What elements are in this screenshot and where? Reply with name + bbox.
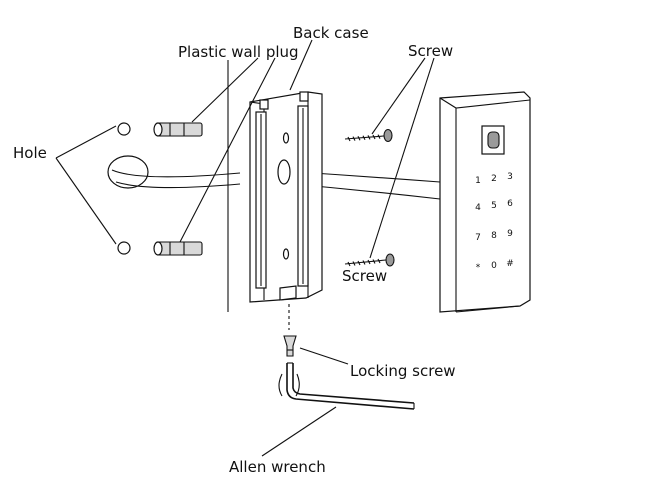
back-case-locking-tab (279, 285, 297, 301)
keypad-key: 5 (491, 201, 497, 211)
locking-screw-label: Locking screw (350, 362, 456, 380)
hole-lower-leader (55, 157, 117, 245)
cable-lower-edge-left (115, 181, 241, 189)
keypad-key: # (506, 259, 514, 269)
back-case-label: Back case (293, 24, 369, 42)
device-body (439, 91, 531, 313)
cable-upper-edge-left (111, 169, 241, 178)
screw-thread (347, 134, 381, 142)
allen-wrench (278, 362, 415, 410)
screw-lower-leader (369, 57, 435, 259)
keypad-key: 7 (475, 233, 481, 243)
labels: Back case Plastic wall plug Screw Hole S… (13, 24, 456, 476)
screw-upper (344, 128, 393, 143)
wrench-outer-edge (286, 363, 415, 410)
locking-screw-leader (299, 347, 349, 365)
keypad-key: 0 (491, 261, 497, 271)
screw-bottom-label: Screw (342, 267, 387, 285)
wall-plug-upper (153, 122, 203, 137)
wall-plug-body (155, 122, 203, 137)
wall-plug-lower (153, 241, 203, 256)
screw-shaft (344, 135, 385, 140)
back-case (249, 91, 323, 303)
wall-plug-end (153, 122, 163, 137)
keypad-key: 3 (507, 172, 513, 182)
cable-entry-hole (107, 155, 149, 189)
screw-top-label: Screw (408, 42, 453, 60)
screw-upper-leader (371, 57, 426, 135)
keypad-key: 6 (507, 199, 513, 209)
locking-screw (283, 304, 297, 357)
keypad-key: 1 (475, 176, 481, 186)
wall (107, 60, 229, 312)
fingerprint-sensor (487, 131, 500, 149)
back-case-leader (289, 39, 313, 91)
back-case-upper-screw-hole (282, 132, 290, 144)
keypad-key: 2 (491, 174, 497, 184)
screw-thread (347, 258, 381, 267)
upper-hole (117, 122, 131, 136)
plastic-wall-plug-label: Plastic wall plug (178, 43, 299, 61)
allen-wrench-leader (261, 406, 337, 457)
locking-screw-body (283, 335, 297, 357)
back-case-cable-opening (277, 159, 291, 185)
wall-plug-body (155, 241, 203, 256)
allen-wrench-label: Allen wrench (229, 458, 326, 476)
back-case-top-tab (259, 99, 269, 110)
wrench-rotation-arc (278, 373, 300, 397)
device-bottom-edge (455, 305, 521, 313)
keypad-key: 4 (475, 203, 481, 213)
hole-upper-leader (55, 125, 117, 159)
wall-plug-upper-leader (191, 57, 259, 123)
wall-plug-end (153, 241, 163, 256)
keypad-key: 8 (491, 231, 497, 241)
keypad-key: * (476, 263, 481, 273)
back-case-top-tab (299, 91, 309, 102)
screw-head (383, 128, 393, 143)
screw-lower (344, 253, 395, 267)
wall-plug-lower-leader (179, 57, 276, 243)
lower-hole (117, 241, 131, 255)
leader-lines (55, 39, 435, 457)
keypad-key: 9 (507, 229, 513, 239)
back-case-lower-screw-hole (282, 248, 290, 260)
wrench-inner-edge (292, 363, 415, 404)
screw-head (385, 253, 395, 267)
hole-label: Hole (13, 144, 47, 162)
